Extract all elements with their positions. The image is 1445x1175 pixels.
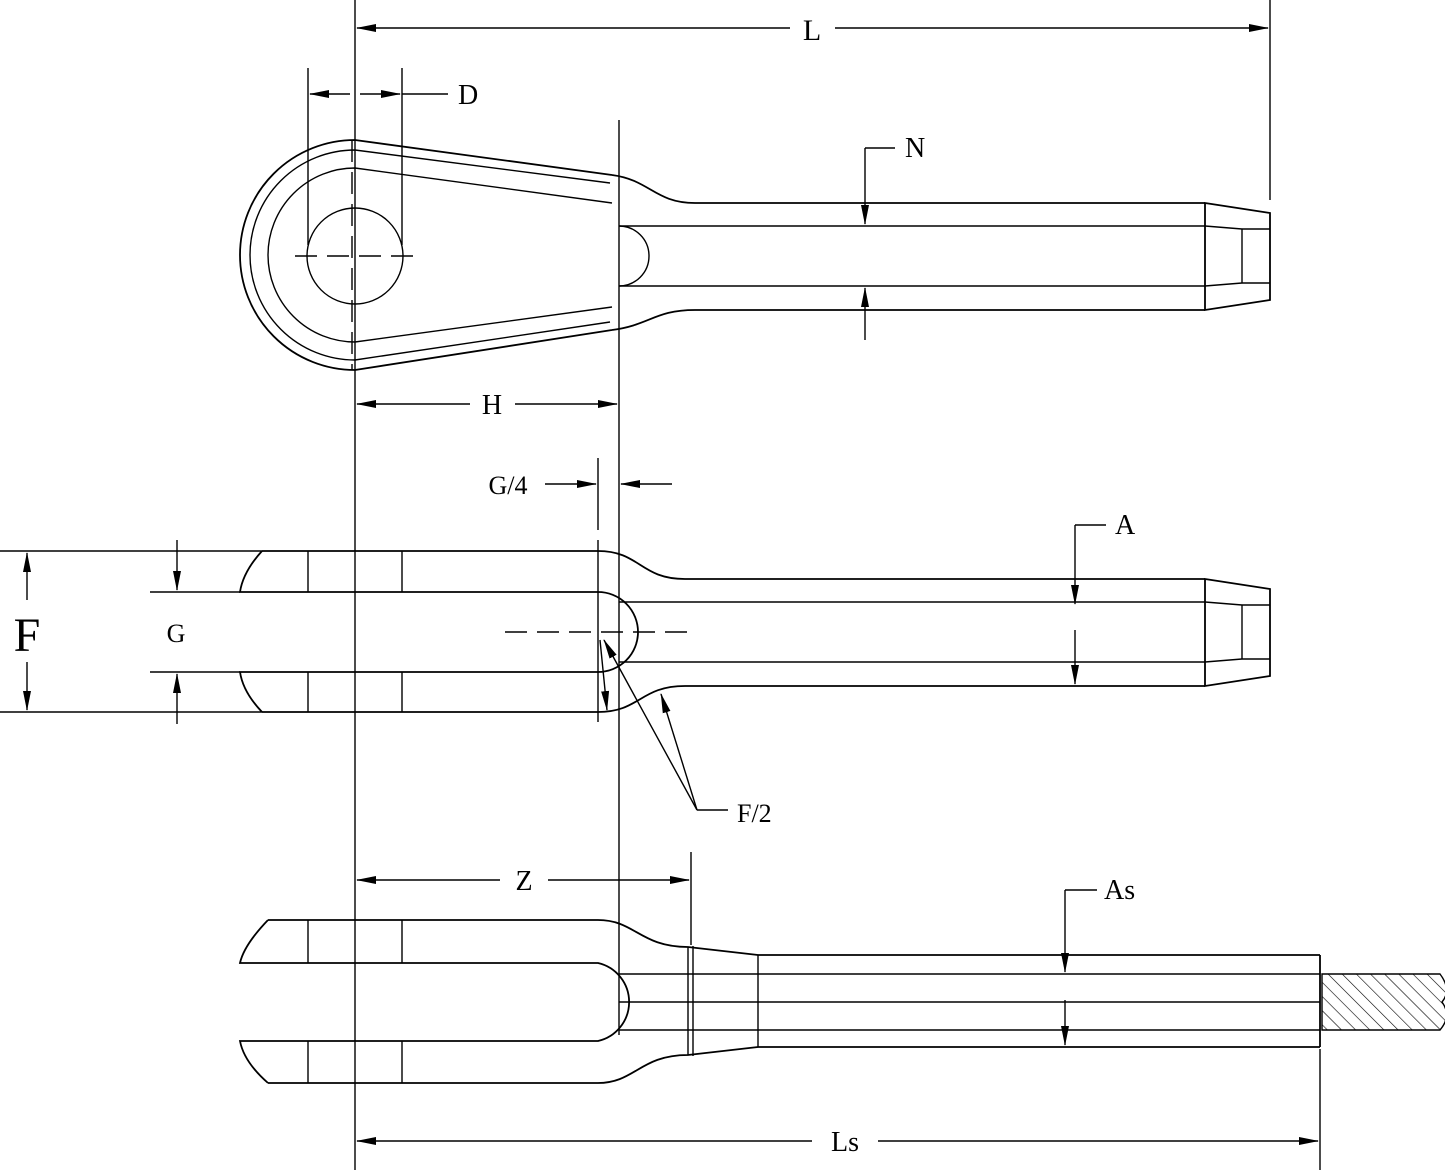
dimension-G: G <box>150 540 240 724</box>
label-N: N <box>905 133 925 164</box>
thimble-eye-fitting <box>239 139 1271 371</box>
dimension-G4: G/4 <box>489 458 672 530</box>
label-F: F <box>14 609 41 662</box>
wire-rope-section <box>1321 973 1445 1031</box>
label-As: As <box>1104 875 1135 906</box>
dimension-As: As <box>1061 875 1135 1046</box>
dimension-A: A <box>1071 510 1136 685</box>
dimension-H: H <box>356 390 618 421</box>
label-H: H <box>482 390 502 421</box>
dimension-L: L <box>356 14 1269 47</box>
label-F2: F/2 <box>737 799 772 828</box>
label-Z: Z <box>515 866 532 897</box>
dimension-F: F <box>0 550 262 713</box>
dimension-Z: Z <box>356 852 692 945</box>
dimension-N: N <box>861 133 925 340</box>
label-L: L <box>803 14 821 47</box>
label-A: A <box>1115 510 1136 541</box>
label-G: G <box>167 619 186 648</box>
label-Ls: Ls <box>831 1127 859 1158</box>
fork-fitting <box>238 540 1271 722</box>
fork-swage-fitting <box>238 919 1445 1084</box>
label-D: D <box>458 80 478 111</box>
dimension-D: D <box>307 68 478 245</box>
label-G4: G/4 <box>489 471 528 500</box>
reference-lines <box>354 0 1271 1170</box>
dimension-F2: F/2 <box>599 639 772 828</box>
dimension-Ls: Ls <box>356 1049 1321 1170</box>
